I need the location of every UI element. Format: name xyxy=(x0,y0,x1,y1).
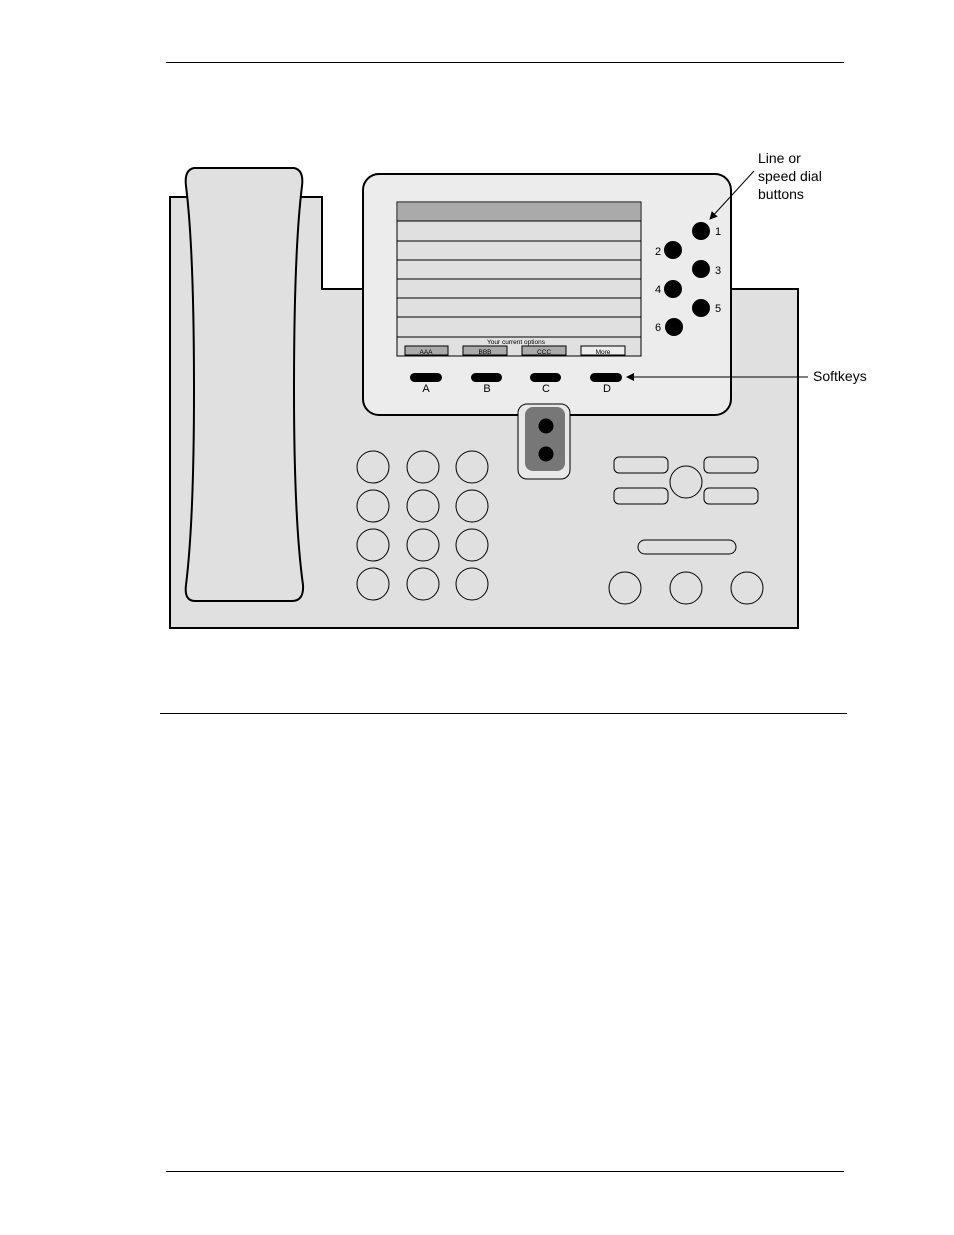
keypad-key[interactable] xyxy=(357,490,389,522)
function-key-top-right[interactable] xyxy=(704,457,758,473)
softkey-label: A xyxy=(422,383,430,395)
line-buttons-callout-label: Line or speed dial buttons xyxy=(758,150,826,202)
line-button-6[interactable] xyxy=(665,318,683,336)
softkey-d[interactable] xyxy=(590,373,622,382)
screen-tab-label: More xyxy=(596,349,611,356)
softkey-a[interactable] xyxy=(410,373,442,382)
softkey-b[interactable] xyxy=(471,373,502,382)
line-button-number: 2 xyxy=(655,246,661,258)
keypad-key[interactable] xyxy=(357,451,389,483)
keypad-key[interactable] xyxy=(407,490,439,522)
line-button-number: 4 xyxy=(655,284,661,296)
keypad-key[interactable] xyxy=(357,529,389,561)
keypad-key[interactable] xyxy=(456,568,488,600)
callout-line: speed dial xyxy=(758,168,822,184)
middle-rule xyxy=(160,713,847,714)
softkey-c[interactable] xyxy=(530,373,561,382)
keypad-key[interactable] xyxy=(407,451,439,483)
screen-tab-label: BBB xyxy=(478,349,491,356)
bottom-key-right[interactable] xyxy=(731,572,763,604)
keypad-key[interactable] xyxy=(357,568,389,600)
keypad-key[interactable] xyxy=(407,568,439,600)
screen-status-text: Your current options xyxy=(487,339,546,346)
bottom-key-left[interactable] xyxy=(609,572,641,604)
nav-up-button[interactable] xyxy=(539,419,554,434)
keypad-key[interactable] xyxy=(456,490,488,522)
line-button-1[interactable] xyxy=(692,222,710,240)
softkey-label: B xyxy=(483,383,490,395)
keypad-key[interactable] xyxy=(407,529,439,561)
softkeys-callout-label: Softkeys xyxy=(813,368,867,384)
softkey-label: D xyxy=(603,383,611,395)
center-key[interactable] xyxy=(670,466,702,498)
line-button-2[interactable] xyxy=(664,241,682,259)
volume-bar[interactable] xyxy=(638,540,736,554)
screen-tab-label: CCC xyxy=(537,349,551,356)
display-screen: Your current options AAA BBB CCC More xyxy=(397,202,641,356)
line-button-5[interactable] xyxy=(692,299,710,317)
function-key-bottom-right[interactable] xyxy=(704,488,758,504)
function-key-top-left[interactable] xyxy=(614,457,668,473)
screen-tab-label: AAA xyxy=(419,349,433,356)
keypad-key[interactable] xyxy=(456,529,488,561)
softkey-label: C xyxy=(542,383,550,395)
callout-line: Line or xyxy=(758,150,801,166)
handset xyxy=(186,168,303,601)
callout-line: buttons xyxy=(758,186,804,202)
function-key-bottom-left[interactable] xyxy=(614,488,668,504)
keypad-key[interactable] xyxy=(456,451,488,483)
line-button-number: 1 xyxy=(715,226,721,238)
line-button-3[interactable] xyxy=(692,260,710,278)
line-button-4[interactable] xyxy=(664,280,682,298)
line-button-number: 6 xyxy=(655,322,661,334)
bottom-key-middle[interactable] xyxy=(670,572,702,604)
nav-down-button[interactable] xyxy=(539,447,554,462)
line-button-number: 5 xyxy=(715,303,721,315)
screen-header-bar xyxy=(398,203,640,221)
bottom-rule xyxy=(166,1171,844,1172)
line-button-number: 3 xyxy=(715,265,721,277)
